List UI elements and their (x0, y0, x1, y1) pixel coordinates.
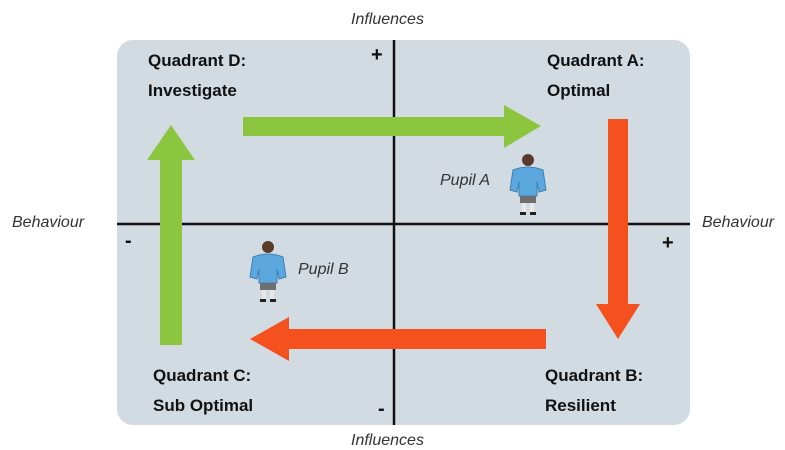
quadrant-b-title: Quadrant B: (545, 366, 644, 385)
arrow-d-to-a (243, 105, 541, 148)
axis-label-bottom: Influences (351, 432, 424, 449)
arrow-b-to-c (250, 317, 546, 361)
arrow-a-to-b (596, 119, 640, 339)
minus-sign-vertical: - (378, 398, 385, 420)
quadrant-a-subtitle: Optimal (547, 81, 611, 100)
quadrant-c-title: Quadrant C: (153, 366, 252, 385)
pupil-b-label: Pupil B (298, 261, 349, 278)
quadrant-b-label: Quadrant B: Resilient (545, 361, 643, 421)
pupil-a-icon (509, 154, 547, 215)
axis-label-right: Behaviour (702, 214, 775, 231)
minus-sign-horizontal: - (125, 230, 132, 252)
axis-label-left: Behaviour (12, 214, 85, 231)
plus-sign-horizontal: + (662, 232, 674, 254)
quadrant-a-label: Quadrant A: Optimal (547, 46, 645, 106)
quadrant-d-subtitle: Investigate (148, 81, 237, 100)
diagram-panel (117, 40, 690, 425)
plus-sign-vertical: + (371, 44, 383, 66)
quadrant-d-title: Quadrant D: (148, 51, 247, 70)
axis-label-top: Influences (351, 11, 424, 28)
pupil-b-icon (249, 241, 287, 302)
quadrant-d-label: Quadrant D: Investigate (148, 46, 246, 106)
quadrant-a-title: Quadrant A: (547, 51, 645, 70)
quadrant-c-subtitle: Sub Optimal (153, 396, 254, 415)
quadrant-b-subtitle: Resilient (545, 396, 616, 415)
quadrant-c-label: Quadrant C: Sub Optimal (153, 361, 253, 421)
pupil-a-label: Pupil A (440, 172, 491, 189)
arrow-c-to-d (147, 125, 195, 345)
